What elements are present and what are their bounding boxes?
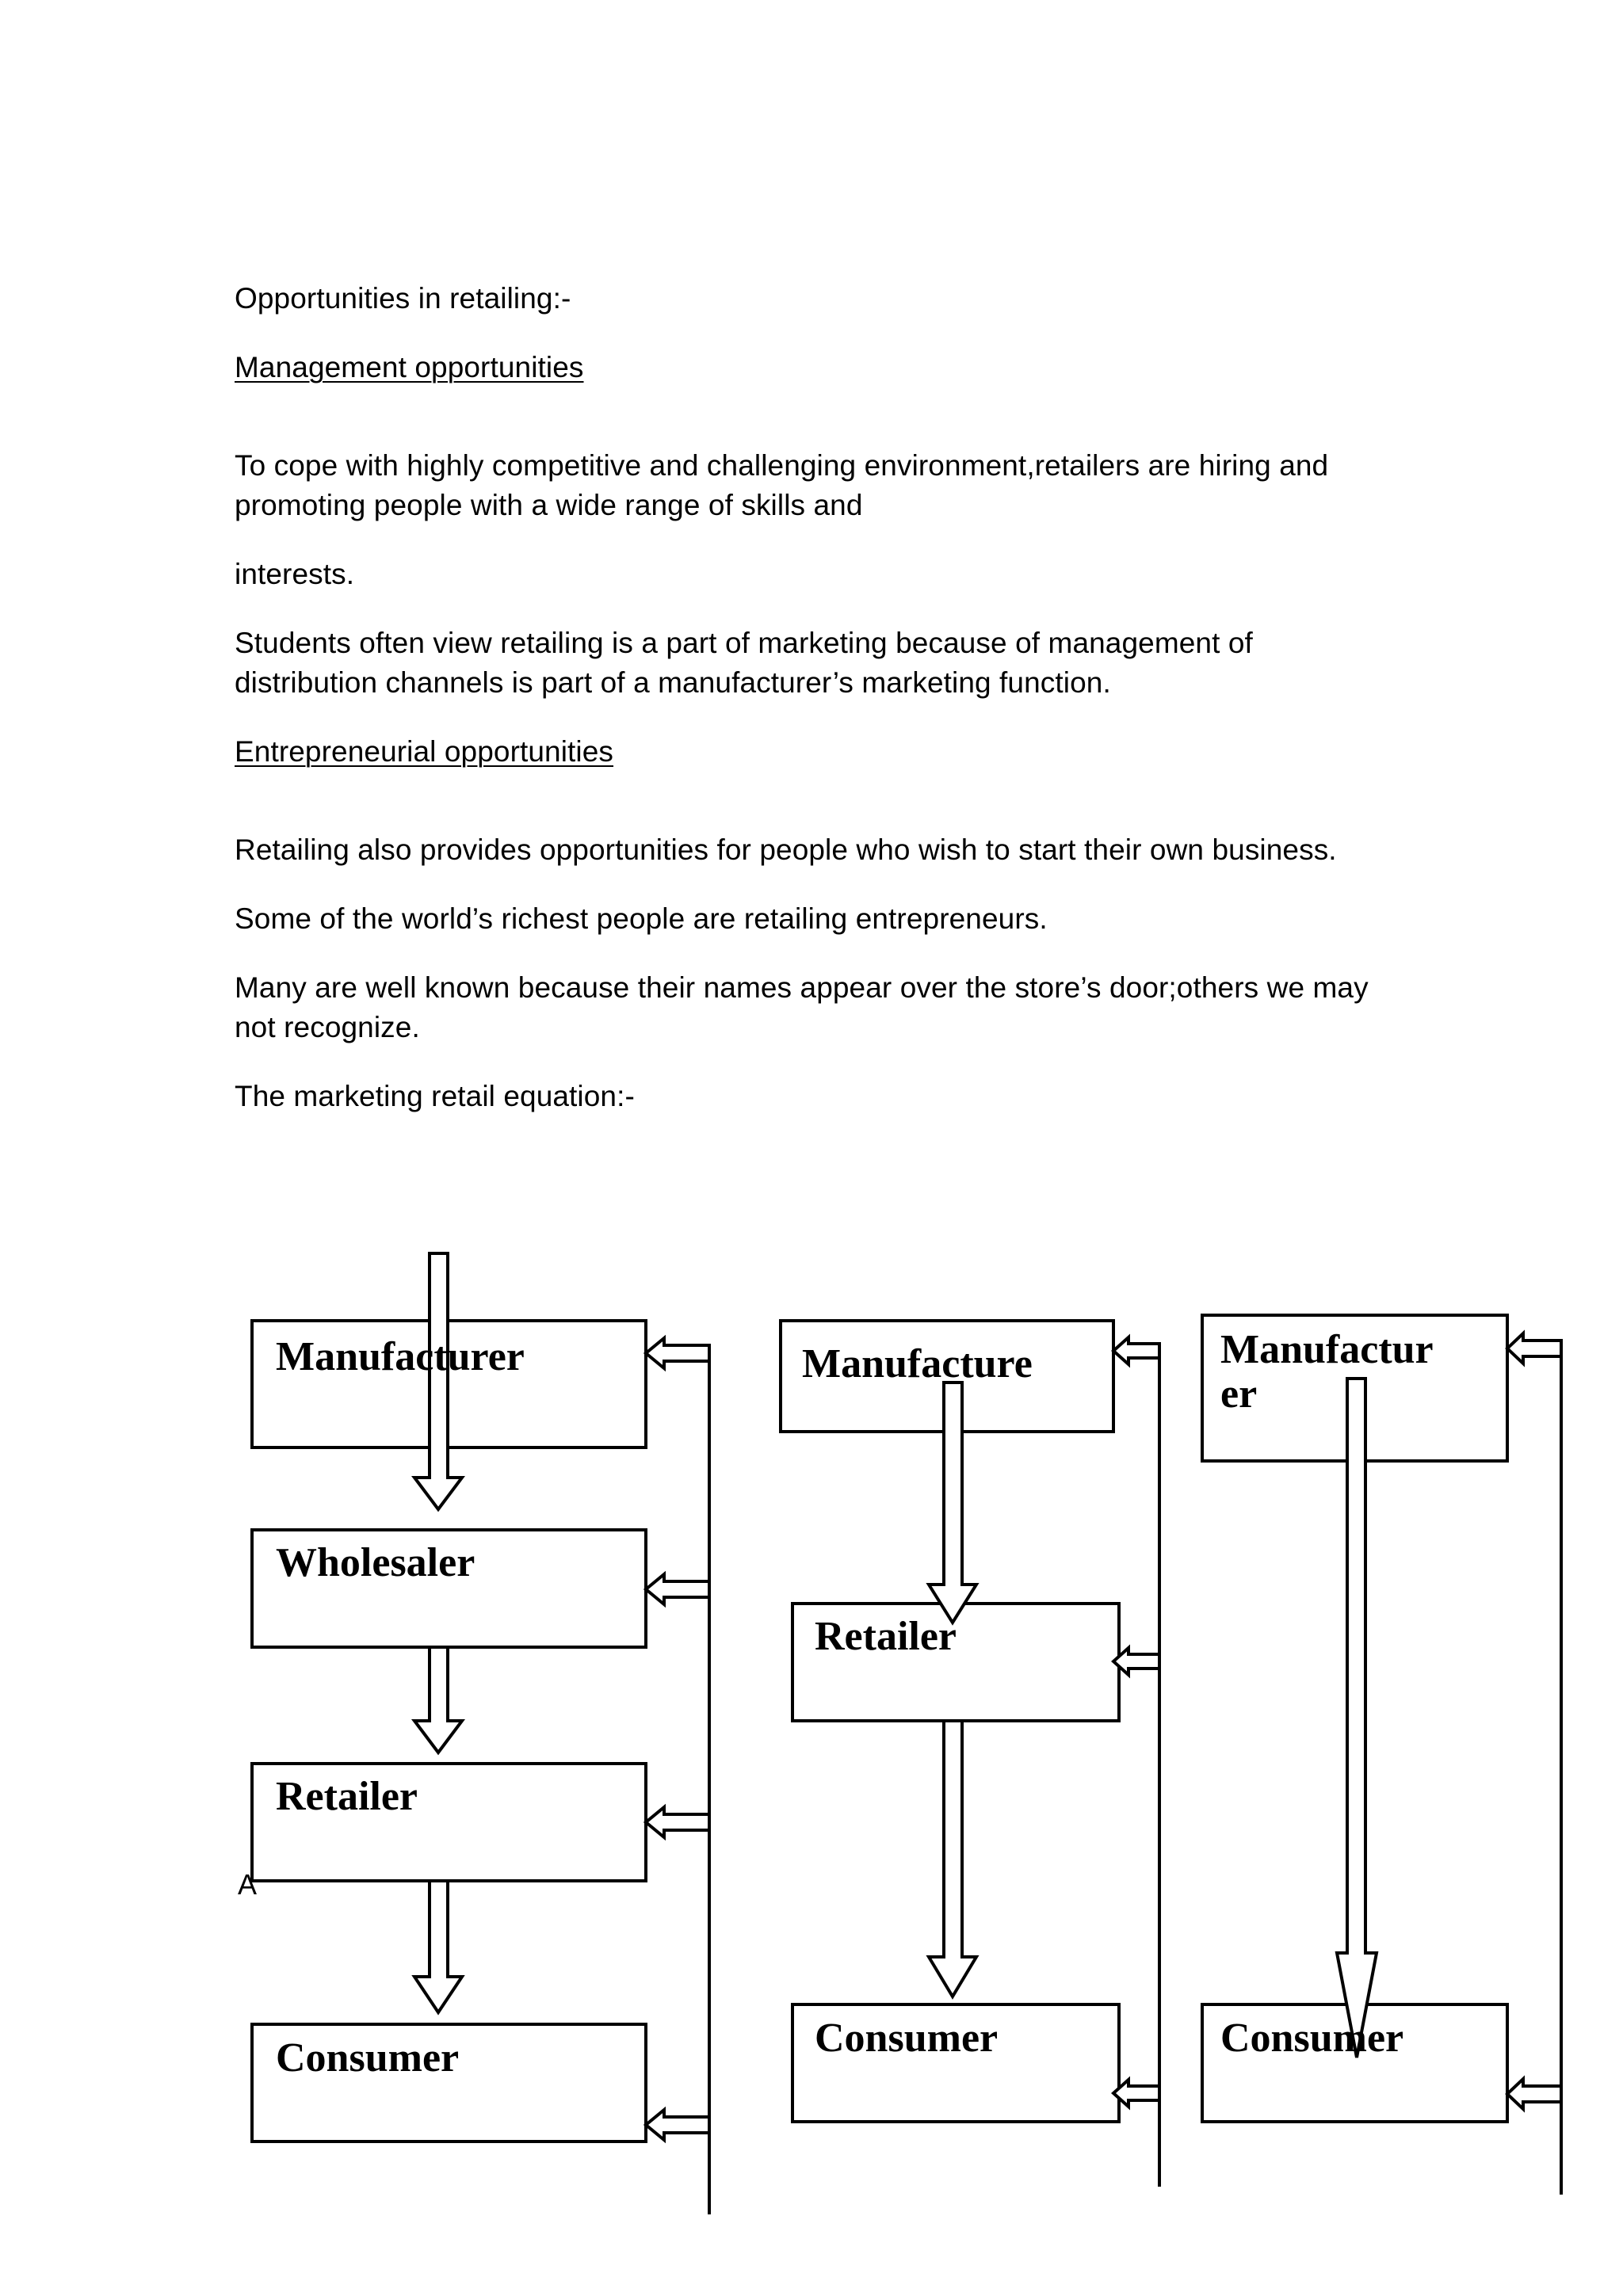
- paragraph-interests-wrap: interests.: [235, 555, 1400, 594]
- paragraph-management-body: To cope with highly competitive and chal…: [235, 449, 1329, 521]
- feedback-arrow-c2-consumer: [1111, 2076, 1161, 2111]
- paragraph-richest-wrap: Some of the world’s richest people are r…: [235, 899, 1400, 939]
- arrow-c2-retailer-to-consumer: [926, 1719, 980, 2000]
- paragraph-entrepreneurial-body-wrap: Retailing also provides opportunities fo…: [235, 830, 1400, 870]
- paragraph-students: Students often view retailing is a part …: [235, 627, 1253, 699]
- paragraph-interests: interests.: [235, 558, 355, 590]
- label-c1-manufacturer: Manufacturer: [276, 1334, 525, 1379]
- box-c2-consumer: [791, 2003, 1121, 2123]
- paragraph-management-body-wrap: To cope with highly competitive and chal…: [235, 446, 1400, 525]
- paragraph-well-known: Many are well known because their names …: [235, 971, 1369, 1043]
- feedback-arrow-c3-consumer: [1505, 2075, 1563, 2113]
- label-c1-wholesaler: Wholesaler: [276, 1540, 475, 1585]
- label-c2-consumer: Consumer: [815, 2016, 999, 2061]
- arrow-c3-manufacturer-to-consumer: [1335, 1377, 1379, 2058]
- box-c2-manufacture: [779, 1319, 1115, 1433]
- paragraph-entrepreneurial-body: Retailing also provides opportunities fo…: [235, 833, 1337, 866]
- page-title: Opportunities in retailing:-: [235, 282, 571, 315]
- paragraph-heading-management-wrap: Management opportunities: [235, 348, 1400, 417]
- arrow-c1-wholesaler-to-retailer: [411, 1646, 465, 1756]
- feedback-arrow-c1-manufacturer: [643, 1334, 711, 1372]
- arrow-c1-retailer-to-consumer: [411, 1879, 465, 2016]
- box-c1-consumer: [250, 2023, 647, 2143]
- feedback-arrow-c1-retailer: [643, 1803, 711, 1841]
- feedback-arrow-c3-manufacturer: [1505, 1329, 1563, 1367]
- feedback-arrow-c1-consumer: [643, 2106, 711, 2144]
- heading-management-opportunities: Management opportunities: [235, 351, 584, 383]
- stray-character-a: A: [238, 1868, 258, 1901]
- paragraph-heading-entrepreneurial-wrap: Entrepreneurial opportunities: [235, 732, 1400, 801]
- label-c1-consumer: Consumer: [276, 2035, 460, 2081]
- label-c1-retailer: Retailer: [276, 1774, 418, 1819]
- label-c2-manufacture: Manufacture: [802, 1341, 1033, 1386]
- box-c1-retailer: [250, 1762, 647, 1882]
- paragraph-students-wrap: Students often view retailing is a part …: [235, 624, 1400, 703]
- document-text-body: Opportunities in retailing:- Management …: [235, 279, 1400, 1146]
- box-c1-wholesaler: [250, 1528, 647, 1649]
- heading-entrepreneurial-opportunities: Entrepreneurial opportunities: [235, 735, 614, 768]
- paragraph-title-wrap: Opportunities in retailing:-: [235, 279, 1400, 318]
- feedback-arrow-c1-wholesaler: [643, 1570, 711, 1608]
- label-c2-retailer: Retailer: [815, 1614, 957, 1659]
- box-c3-consumer: [1201, 2003, 1509, 2123]
- paragraph-richest-people: Some of the world’s richest people are r…: [235, 902, 1048, 935]
- feedback-arrow-c2-manufacture: [1111, 1333, 1161, 1368]
- arrow-c1-manufacturer-to-wholesaler: [411, 1252, 465, 1512]
- paragraph-equation-caption-wrap: The marketing retail equation:-: [235, 1077, 1400, 1116]
- label-c3-manufacturer: Manufactur er: [1220, 1327, 1434, 1417]
- box-c3-manufacturer: [1201, 1314, 1509, 1463]
- box-c2-retailer: [791, 1602, 1121, 1722]
- feedback-arrow-c2-retailer: [1111, 1644, 1161, 1679]
- arrow-c2-manufacture-to-retailer: [926, 1381, 980, 1626]
- paragraph-wellknown-wrap: Many are well known because their names …: [235, 968, 1400, 1047]
- box-c1-manufacturer: [250, 1319, 647, 1449]
- label-c3-consumer: Consumer: [1220, 2016, 1404, 2061]
- diagram-caption: The marketing retail equation:-: [235, 1080, 635, 1112]
